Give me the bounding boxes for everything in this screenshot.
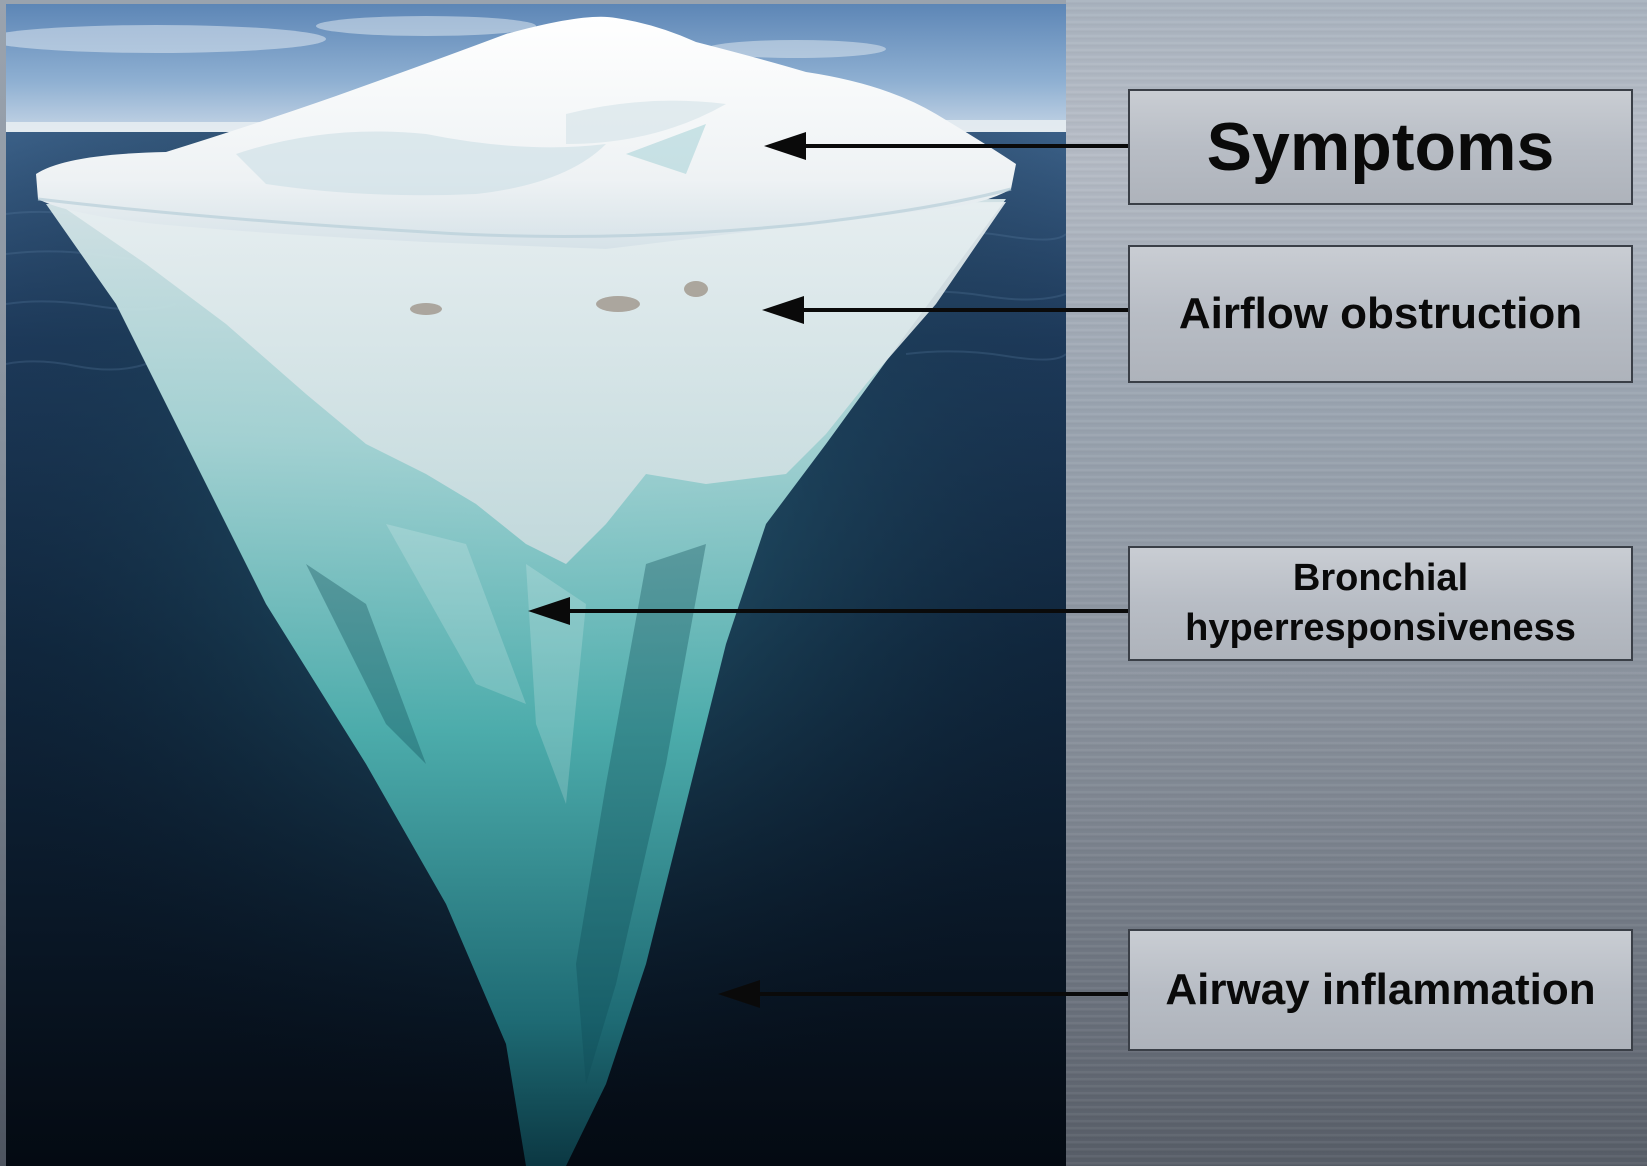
arrow-icon <box>528 597 1128 625</box>
label-airway-inflammation: Airway inflammation <box>1128 929 1633 1051</box>
label-bronchial-hyperresponsiveness: Bronchial hyperresponsiveness <box>1128 546 1633 661</box>
label-symptoms: Symptoms <box>1128 89 1633 205</box>
label-bronchial-line2: hyperresponsiveness <box>1185 604 1576 653</box>
label-airflow-obstruction-text: Airflow obstruction <box>1179 289 1582 339</box>
label-airflow-obstruction: Airflow obstruction <box>1128 245 1633 383</box>
label-airway-inflammation-text: Airway inflammation <box>1165 965 1595 1015</box>
label-symptoms-text: Symptoms <box>1207 108 1555 186</box>
arrow-icon <box>718 980 1128 1008</box>
label-bronchial-line1: Bronchial <box>1185 554 1576 603</box>
arrow-icon <box>762 296 1128 324</box>
arrow-icon <box>764 132 1128 160</box>
